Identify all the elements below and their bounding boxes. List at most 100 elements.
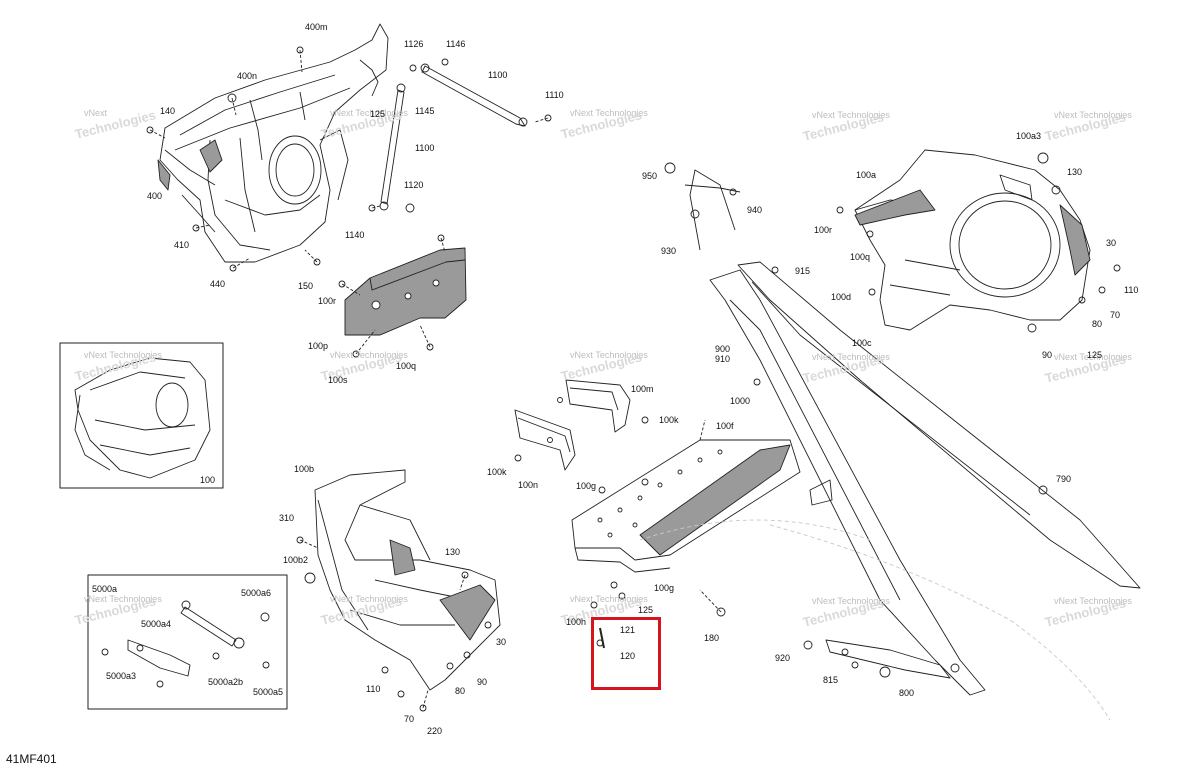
callout-400[interactable]: 400 (147, 191, 163, 201)
callout-125-floor[interactable]: 125 (638, 605, 654, 615)
watermark: vNext Technologies (570, 350, 648, 360)
watermark: vNext Technologies (812, 110, 890, 120)
callout-125-right[interactable]: 125 (1087, 350, 1103, 360)
callout-1140[interactable]: 1140 (345, 230, 365, 240)
callout-920[interactable]: 920 (775, 653, 791, 663)
callout-310[interactable]: 310 (279, 513, 295, 523)
callout-100c[interactable]: 100c (852, 338, 872, 348)
callout-100g-upper[interactable]: 100g (576, 481, 597, 491)
callout-100p[interactable]: 100p (308, 341, 329, 351)
callout-930[interactable]: 930 (661, 246, 677, 256)
callout-140[interactable]: 140 (160, 106, 176, 116)
callout-90-right[interactable]: 90 (1042, 350, 1053, 360)
callout-100[interactable]: 100 (200, 475, 216, 485)
callout-180[interactable]: 180 (704, 633, 720, 643)
callout-100h[interactable]: 100h (566, 617, 587, 627)
callout-1126[interactable]: 1126 (404, 39, 424, 49)
callout-90[interactable]: 90 (477, 677, 488, 687)
callout-125[interactable]: 125 (370, 109, 386, 119)
watermark: vNext Technologies (84, 594, 162, 604)
callout-1100-upper[interactable]: 1100 (488, 70, 508, 80)
callout-100r[interactable]: 100r (318, 296, 337, 306)
callout-110[interactable]: 110 (366, 684, 381, 694)
watermark: vNext Technologies (330, 108, 408, 118)
callout-5000a5[interactable]: 5000a5 (253, 687, 284, 697)
callout-5000a[interactable]: 5000a (92, 584, 118, 594)
callout-100k-left[interactable]: 100k (487, 467, 507, 477)
callout-110-right[interactable]: 110 (1124, 285, 1139, 295)
watermark: vNext (84, 108, 108, 118)
callout-30-right[interactable]: 30 (1106, 238, 1117, 248)
brackets-100m-100n (514, 379, 649, 471)
callout-70-right[interactable]: 70 (1110, 310, 1121, 320)
watermark: vNext Technologies (570, 594, 648, 604)
callout-100d[interactable]: 100d (831, 292, 852, 302)
watermark: vNext Technologies (84, 350, 162, 360)
callout-220[interactable]: 220 (427, 726, 443, 736)
callout-800[interactable]: 800 (899, 688, 915, 698)
callout-815[interactable]: 815 (823, 675, 839, 685)
callout-100b[interactable]: 100b (294, 464, 315, 474)
watermark: vNext Technologies (1054, 352, 1132, 362)
callout-440[interactable]: 440 (210, 279, 226, 289)
inset-frame-100 (59, 342, 224, 489)
callout-150[interactable]: 150 (298, 281, 314, 291)
callout-80[interactable]: 80 (455, 686, 466, 696)
callout-130-right[interactable]: 130 (1067, 167, 1083, 177)
callout-100f[interactable]: 100f (716, 421, 734, 431)
callout-100k-right[interactable]: 100k (659, 415, 679, 425)
side-rail-900 (639, 162, 1141, 721)
callout-1000[interactable]: 1000 (730, 396, 751, 406)
skid-plate-100p (338, 234, 467, 358)
inset-linkage-5000a (87, 574, 288, 710)
callout-70[interactable]: 70 (404, 714, 415, 724)
callout-950[interactable]: 950 (642, 171, 658, 181)
callout-100n[interactable]: 100n (518, 480, 539, 490)
callout-130[interactable]: 130 (445, 547, 461, 557)
rear-frame-100a (836, 149, 1121, 333)
front-frame-assembly (146, 23, 389, 272)
callout-100q[interactable]: 100q (396, 361, 417, 371)
watermark: vNext Technologies (330, 350, 408, 360)
callout-5000a2b[interactable]: 5000a2b (208, 677, 244, 687)
watermark: vNext Technologies (812, 596, 890, 606)
highlight-box-part-120 (591, 617, 661, 690)
callout-1110[interactable]: 1110 (545, 90, 564, 100)
watermark: vNext Technologies (1054, 110, 1132, 120)
floor-panel-100f (571, 419, 801, 649)
callout-100q-right[interactable]: 100q (850, 252, 871, 262)
callout-100a[interactable]: 100a (856, 170, 877, 180)
callout-410[interactable]: 410 (174, 240, 190, 250)
callout-5000a3[interactable]: 5000a3 (106, 671, 137, 681)
callout-940[interactable]: 940 (747, 205, 763, 215)
callout-100r-right[interactable]: 100r (814, 225, 833, 235)
callout-100g-lower[interactable]: 100g (654, 583, 675, 593)
callout-5000a4[interactable]: 5000a4 (141, 619, 172, 629)
watermark: vNext Technologies (570, 108, 648, 118)
callout-915[interactable]: 915 (795, 266, 811, 276)
callout-400n[interactable]: 400n (237, 71, 258, 81)
callout-80-right[interactable]: 80 (1092, 319, 1103, 329)
callout-1145[interactable]: 1145 (415, 106, 435, 116)
callout-1120[interactable]: 1120 (404, 180, 424, 190)
callout-121[interactable]: 121 (620, 625, 636, 635)
callout-400m[interactable]: 400m (305, 22, 328, 32)
callout-100s[interactable]: 100s (328, 375, 348, 385)
callout-100a3[interactable]: 100a3 (1016, 131, 1042, 141)
lower-frame-100b (296, 469, 501, 712)
callout-100m[interactable]: 100m (631, 384, 654, 394)
callout-1146[interactable]: 1146 (446, 39, 466, 49)
callout-910[interactable]: 910 (715, 354, 731, 364)
callout-30[interactable]: 30 (496, 637, 507, 647)
callout-120[interactable]: 120 (620, 651, 636, 661)
callout-900[interactable]: 900 (715, 344, 731, 354)
diagram-code: 41MF401 (6, 752, 57, 766)
callout-100b2[interactable]: 100b2 (283, 555, 309, 565)
watermark: vNext Technologies (812, 352, 890, 362)
callout-790[interactable]: 790 (1056, 474, 1072, 484)
callout-5000a6[interactable]: 5000a6 (241, 588, 272, 598)
callout-1100-lower[interactable]: 1100 (415, 143, 435, 153)
watermark: vNext Technologies (1054, 596, 1132, 606)
